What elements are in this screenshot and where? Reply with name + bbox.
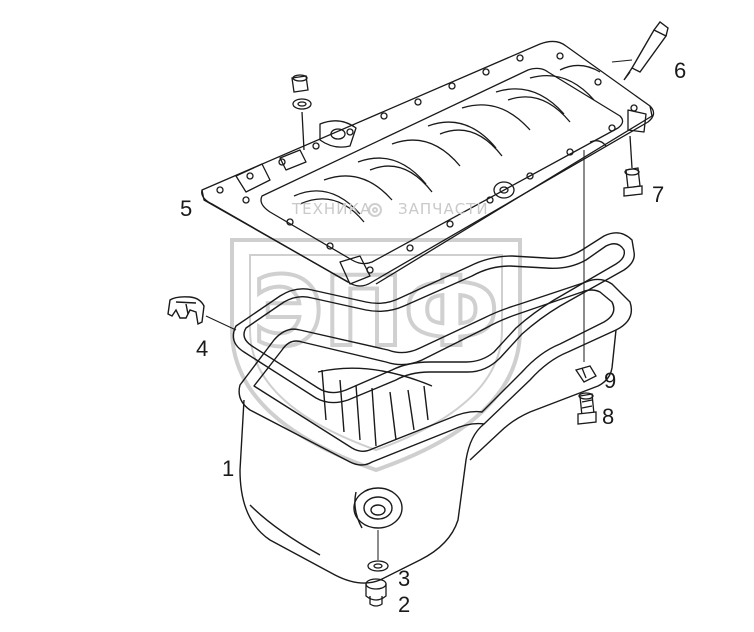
callout-3: 3 xyxy=(398,566,411,591)
spacer-icon xyxy=(574,150,597,383)
watermark-monogram: ЭПФ xyxy=(253,256,499,368)
callout-9: 9 xyxy=(604,368,617,393)
callout-4: 4 xyxy=(196,336,209,361)
drain-plug-icon xyxy=(365,578,387,607)
callout-6: 6 xyxy=(674,58,687,83)
callout-7: 7 xyxy=(652,182,665,207)
watermark-text-left: ТЕХНИКА xyxy=(292,200,372,218)
watermark-text-right: ЗАПЧАСТИ xyxy=(398,200,489,218)
callout-5: 5 xyxy=(180,196,193,221)
pan-gasket xyxy=(232,232,635,404)
sealant-tube-icon xyxy=(623,21,669,81)
oil-pan-bolt-icon xyxy=(577,392,597,425)
leader-lines xyxy=(205,59,633,331)
callout-1: 1 xyxy=(222,456,235,481)
frame-plug-bolt-icon xyxy=(291,74,312,151)
oil-pan xyxy=(238,278,633,584)
watermark-shield xyxy=(230,238,522,473)
gasket-clip-icon xyxy=(167,296,205,326)
frame-bolt-icon xyxy=(623,135,643,197)
callout-8: 8 xyxy=(602,404,615,429)
ladder-frame xyxy=(201,40,655,287)
watermark-gear-icon xyxy=(368,203,382,217)
callout-2: 2 xyxy=(398,592,411,617)
drain-washer-icon xyxy=(367,530,389,572)
